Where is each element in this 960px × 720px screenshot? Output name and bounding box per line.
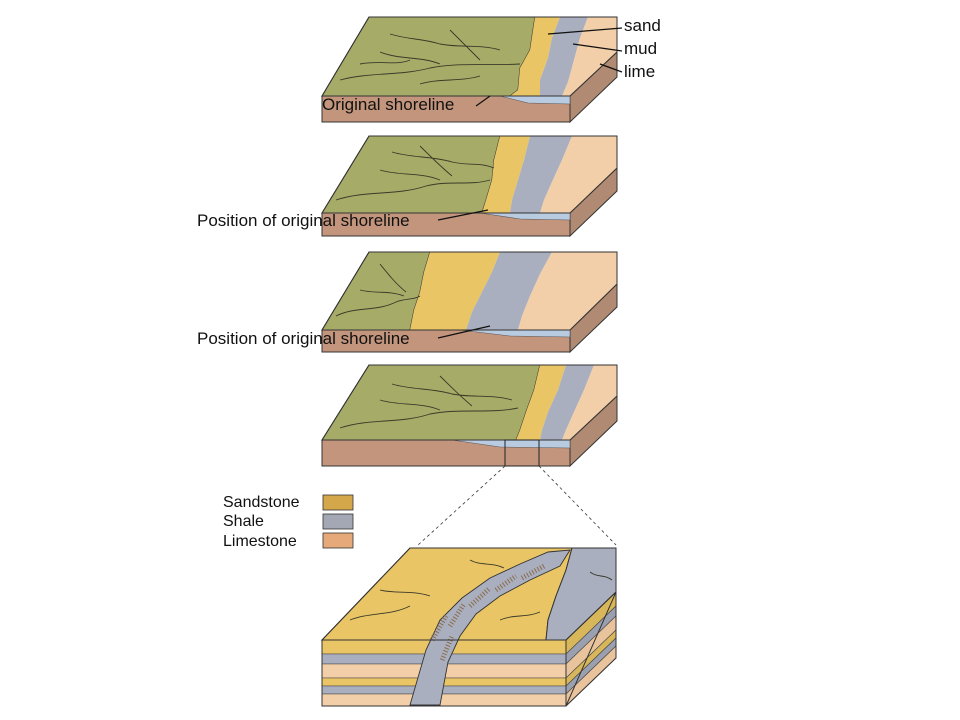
label-position-original-shoreline-3: Position of original shoreline bbox=[197, 329, 410, 348]
zoomed-block bbox=[320, 547, 617, 707]
label-lime: lime bbox=[624, 62, 655, 81]
block-4-sand bbox=[516, 365, 566, 440]
block-4-lime bbox=[562, 365, 617, 440]
zoom-window bbox=[504, 439, 540, 467]
land-river-network-icon bbox=[339, 29, 521, 85]
legend: Sandstone Shale Limestone bbox=[223, 494, 354, 550]
block-1-sand bbox=[510, 17, 560, 96]
label-original-shoreline: Original shoreline bbox=[322, 95, 454, 114]
land-river-network-icon-2 bbox=[335, 145, 495, 201]
land-river-network-icon-4 bbox=[339, 375, 519, 429]
block-1-mud bbox=[540, 17, 588, 96]
block-4 bbox=[321, 364, 618, 468]
leader-sand bbox=[547, 27, 623, 35]
zoomed-block-cracks bbox=[349, 559, 613, 621]
block-3-lime bbox=[518, 252, 617, 330]
zoomed-block-front-layers bbox=[321, 639, 567, 707]
block-1-lime bbox=[562, 17, 617, 96]
leader-arrow-icon bbox=[475, 95, 491, 107]
legend-label-sandstone: Sandstone bbox=[223, 494, 300, 511]
legend-label-limestone: Limestone bbox=[223, 533, 297, 550]
block-1-land bbox=[321, 16, 536, 97]
block-4-mud bbox=[540, 365, 594, 440]
leader-mud bbox=[572, 43, 623, 52]
block-2-sand bbox=[482, 136, 530, 213]
block-4-land bbox=[321, 364, 541, 441]
label-mud: mud bbox=[624, 39, 657, 58]
label-sand: sand bbox=[624, 16, 661, 35]
block-3-sand bbox=[410, 252, 500, 330]
block-1: sand mud lime Original shoreline bbox=[321, 16, 661, 124]
zoom-connector-left bbox=[417, 465, 506, 546]
block-2-mud bbox=[510, 136, 572, 213]
block-2: Position of original shoreline bbox=[197, 135, 618, 238]
zoom-connector-right bbox=[538, 465, 617, 546]
label-position-original-shoreline-2: Position of original shoreline bbox=[197, 211, 410, 230]
legend-swatch-shale bbox=[322, 513, 354, 530]
legend-swatch-limestone bbox=[322, 532, 354, 549]
block-2-lime bbox=[540, 136, 617, 213]
legend-label-shale: Shale bbox=[223, 513, 264, 530]
block-3-mud bbox=[466, 252, 552, 330]
zoomed-block-canyon-walls bbox=[429, 563, 546, 661]
leader-lime bbox=[599, 63, 623, 73]
leader-arrow-icon-3 bbox=[437, 325, 491, 339]
land-river-network-icon-3 bbox=[335, 263, 421, 317]
leader-arrow-icon-2 bbox=[437, 209, 489, 221]
legend-swatch-sandstone bbox=[322, 494, 354, 511]
block-3: Position of original shoreline bbox=[197, 251, 618, 354]
